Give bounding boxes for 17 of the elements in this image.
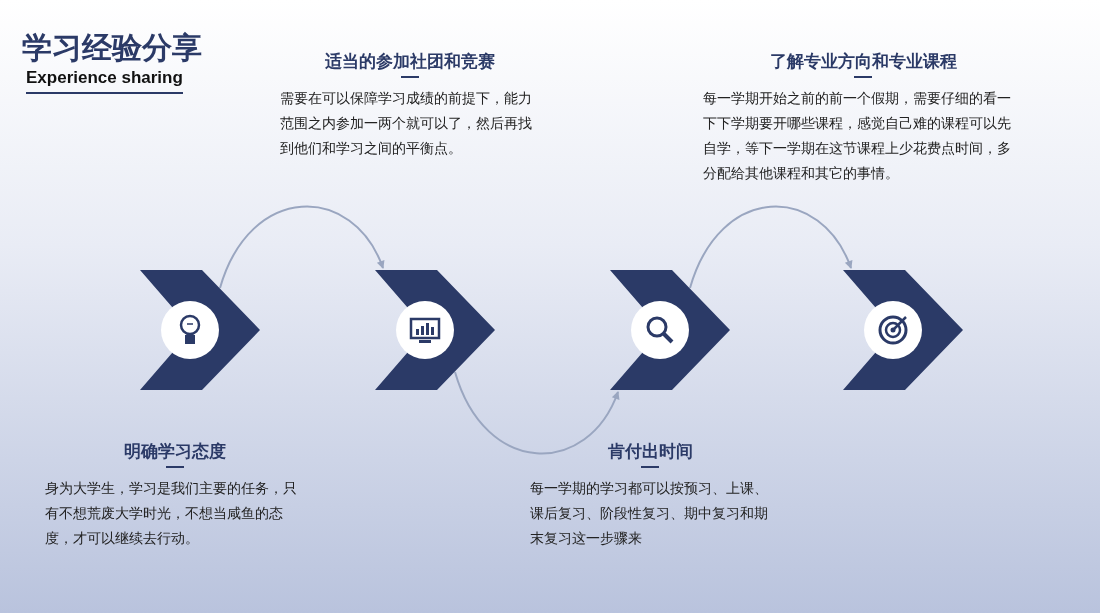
step-description: 每一学期开始之前的前一个假期，需要仔细的看一下下学期要开哪些课程，感觉自己难的课程可以先自学，等下一学期在这节课程上少花费点时间，多分配给其他课程和其它的事情。 <box>703 89 1012 183</box>
step-title: 肯付出时间 <box>606 441 694 463</box>
chevron-shape <box>140 270 260 390</box>
chevron-shape <box>610 270 730 390</box>
curved-arrow <box>454 371 619 455</box>
step-title: 明确学习态度 <box>123 441 227 463</box>
curved-arrow <box>219 205 384 289</box>
slide-title: 学习经验分享 <box>22 30 202 66</box>
curved-arrow <box>689 205 852 289</box>
chevron-shape <box>375 270 495 390</box>
subtitle: Experience sharing <box>26 68 183 94</box>
step-title: 了解专业方向和专业课程 <box>768 51 958 73</box>
step-title: 适当的参加社团和竞赛 <box>324 51 496 73</box>
step-description: 身为大学生，学习是我们主要的任务，只有不想荒废大学时光，不想当咸鱼的态度，才可以继续去行动。 <box>45 479 298 548</box>
chevron-shape <box>843 270 963 390</box>
step-description: 需要在可以保障学习成绩的前提下，能力范围之内参加一两个就可以了，然后再找到他们和学习之间的平衡点。 <box>280 89 533 158</box>
step-description: 每一学期的学习都可以按预习、上课、课后复习、阶段性复习、期中复习和期末复习这一步骤来 <box>530 479 769 548</box>
